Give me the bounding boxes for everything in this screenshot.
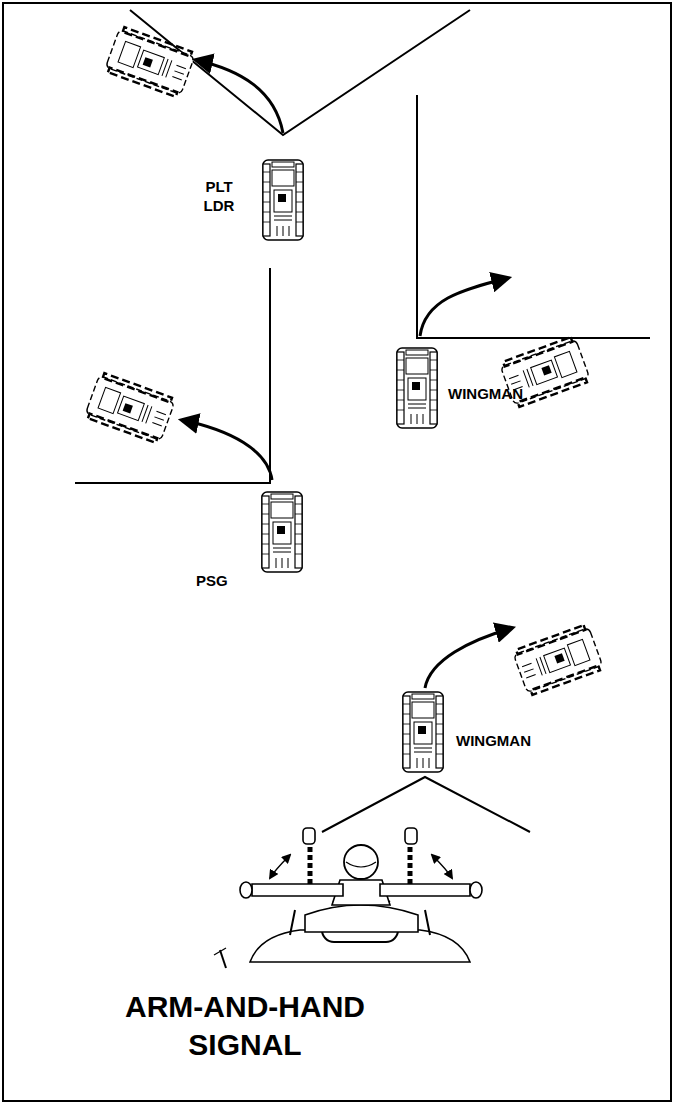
frame bbox=[3, 3, 671, 1101]
signal-caption: ARM-AND-HAND SIGNAL bbox=[95, 988, 395, 1063]
unit-label: PLT LDR bbox=[196, 178, 242, 216]
sector-lines bbox=[75, 10, 650, 832]
motion-arrows bbox=[270, 855, 452, 878]
turn-arrows bbox=[182, 60, 512, 688]
unit-label: PSG bbox=[196, 572, 228, 591]
vehicles bbox=[262, 160, 443, 772]
unit-label: WINGMAN bbox=[456, 732, 531, 751]
soldier-figure bbox=[214, 828, 482, 968]
ghost-vehicles bbox=[84, 26, 604, 696]
unit-label: WINGMAN bbox=[448, 385, 523, 404]
